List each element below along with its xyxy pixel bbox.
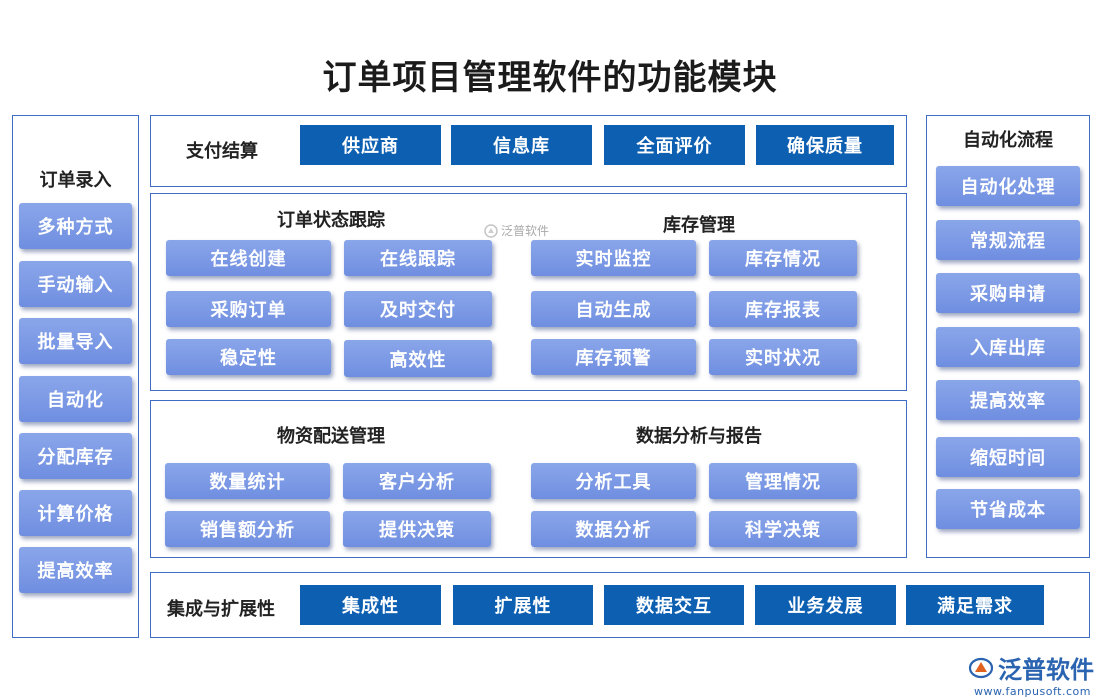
automation-item[interactable]: 缩短时间 — [936, 437, 1080, 477]
inventory-item[interactable]: 自动生成 — [531, 291, 696, 327]
order-entry-item[interactable]: 计算价格 — [19, 490, 132, 536]
analysis-item[interactable]: 分析工具 — [531, 463, 696, 499]
brand-mark-icon — [484, 223, 498, 238]
page-title: 订单项目管理软件的功能模块 — [322, 58, 778, 98]
watermark: 泛普软件 — [484, 222, 549, 239]
payment-label: 支付结算 — [186, 141, 258, 162]
order-tracking-heading: 订单状态跟踪 — [277, 210, 385, 231]
integration-label: 集成与扩展性 — [167, 599, 275, 620]
payment-item[interactable]: 确保质量 — [756, 125, 894, 165]
watermark-text: 泛普软件 — [501, 224, 550, 238]
integration-item[interactable]: 满足需求 — [906, 585, 1044, 625]
order-entry-heading: 订单录入 — [39, 170, 112, 191]
order-tracking-item[interactable]: 在线创建 — [166, 240, 331, 276]
distribution-item[interactable]: 数量统计 — [165, 463, 330, 499]
integration-item[interactable]: 集成性 — [300, 585, 441, 625]
brand-logo: 泛普软件 www.fanpusoft.com — [968, 650, 1094, 698]
inventory-item[interactable]: 实时状况 — [709, 339, 857, 375]
integration-item[interactable]: 数据交互 — [604, 585, 744, 625]
distribution-item[interactable]: 销售额分析 — [165, 511, 330, 547]
distribution-item[interactable]: 提供决策 — [343, 511, 491, 547]
payment-item[interactable]: 全面评价 — [604, 125, 745, 165]
analysis-item[interactable]: 科学决策 — [709, 511, 857, 547]
order-entry-item[interactable]: 批量导入 — [19, 318, 132, 364]
analysis-heading: 数据分析与报告 — [636, 426, 762, 447]
order-tracking-item[interactable]: 高效性 — [344, 340, 492, 377]
inventory-item[interactable]: 库存预警 — [531, 339, 696, 375]
automation-item[interactable]: 入库出库 — [936, 327, 1080, 367]
order-entry-item[interactable]: 手动输入 — [19, 261, 132, 307]
inventory-heading: 库存管理 — [663, 215, 735, 236]
analysis-item[interactable]: 数据分析 — [531, 511, 696, 547]
order-tracking-item[interactable]: 采购订单 — [166, 291, 331, 327]
order-entry-item[interactable]: 多种方式 — [19, 203, 132, 249]
automation-item[interactable]: 采购申请 — [936, 273, 1080, 313]
order-tracking-item[interactable]: 及时交付 — [344, 291, 492, 327]
integration-item[interactable]: 业务发展 — [755, 585, 896, 625]
order-entry-item[interactable]: 分配库存 — [19, 433, 132, 479]
distribution-item[interactable]: 客户分析 — [343, 463, 491, 499]
automation-item[interactable]: 节省成本 — [936, 489, 1080, 529]
order-entry-item[interactable]: 提高效率 — [19, 547, 132, 593]
order-tracking-item[interactable]: 稳定性 — [166, 339, 331, 375]
brand-mark-icon — [968, 657, 994, 678]
integration-item[interactable]: 扩展性 — [453, 585, 593, 625]
analysis-item[interactable]: 管理情况 — [709, 463, 857, 499]
brand-name: 泛普软件 — [998, 656, 1094, 684]
inventory-item[interactable]: 库存报表 — [709, 291, 857, 327]
payment-item[interactable]: 供应商 — [300, 125, 441, 165]
distribution-heading: 物资配送管理 — [277, 426, 385, 447]
order-entry-item[interactable]: 自动化 — [19, 376, 132, 422]
order-tracking-item[interactable]: 在线跟踪 — [344, 240, 492, 276]
brand-url: www.fanpusoft.com — [974, 685, 1091, 698]
automation-heading: 自动化流程 — [963, 130, 1053, 151]
inventory-item[interactable]: 库存情况 — [709, 240, 857, 276]
inventory-item[interactable]: 实时监控 — [531, 240, 696, 276]
automation-item[interactable]: 自动化处理 — [936, 166, 1080, 206]
automation-item[interactable]: 常规流程 — [936, 220, 1080, 260]
automation-item[interactable]: 提高效率 — [936, 380, 1080, 420]
payment-item[interactable]: 信息库 — [451, 125, 592, 165]
